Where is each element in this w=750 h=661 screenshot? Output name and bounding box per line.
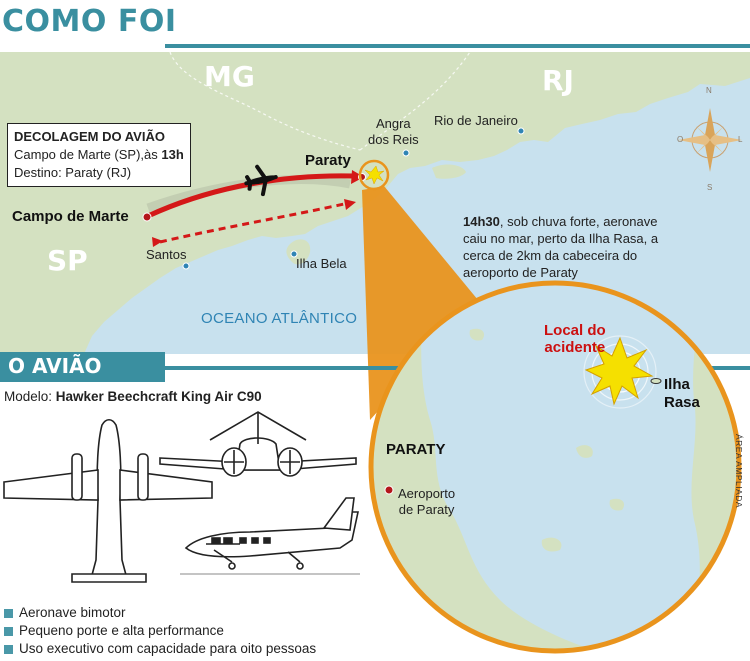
feature-text: Uso executivo com capacidade para oito p…: [19, 641, 317, 656]
accident-burst-icon: [584, 336, 654, 406]
label-ilha-bela: Ilha Bela: [296, 256, 347, 271]
inset-border: [368, 280, 742, 654]
plane-section-header: O AVIÃO: [0, 352, 750, 384]
compass-n: N: [706, 86, 712, 95]
label-ocean: OCEANO ATLÂNTICO: [201, 310, 358, 327]
airport-label-line2: de Paraty: [398, 502, 455, 517]
bullet-square-icon: [4, 608, 13, 618]
rio-dot: [517, 127, 525, 135]
takeoff-line2: Destino: Paraty (RJ): [14, 165, 132, 180]
feature-item: Uso executivo com capacidade para oito p…: [4, 640, 316, 658]
region-rj: RJ: [542, 64, 574, 97]
airport-label: Aeroporto de Paraty: [398, 486, 455, 518]
takeoff-line1-prefix: Campo de Marte (SP),às: [14, 147, 162, 162]
label-angra-line2: dos Reis: [368, 132, 419, 147]
inset-island-4: [469, 328, 485, 341]
alternate-start-arrow: [152, 237, 163, 247]
accident-label-line2: acidente: [544, 339, 606, 356]
label-angra-line1: Angra: [375, 116, 411, 131]
island-ilha-bela: [286, 239, 311, 265]
inset-island-1: [576, 445, 593, 458]
feature-item: Aeronave bimotor: [4, 604, 316, 622]
bullet-square-icon: [4, 644, 13, 654]
takeoff-title: DECOLAGEM DO AVIÃO: [14, 129, 165, 144]
ilha-rasa-island: [650, 378, 662, 384]
event-text: , sob chuva forte, aeronave caiu no mar,…: [463, 214, 659, 280]
accident-label: Local do acidente: [544, 322, 606, 356]
label-campo-de-marte: Campo de Marte: [12, 208, 129, 225]
takeoff-time: 13h: [161, 147, 184, 162]
plane-front-view: [159, 411, 357, 477]
compass-e: L: [738, 135, 743, 144]
ilha-rasa-label: Ilha Rasa: [664, 376, 700, 412]
mini-burst: [364, 165, 385, 185]
header-title: COMO FOI: [2, 4, 177, 39]
ilha-rasa-line2: Rasa: [664, 394, 700, 411]
label-angra: Angra dos Reis: [368, 116, 419, 148]
ilha-rasa-line1: Ilha: [664, 376, 690, 393]
plane-section-bar: [0, 352, 165, 382]
plane-side-view: [180, 497, 360, 575]
flight-route: [145, 173, 357, 219]
santos-dot: [182, 262, 190, 270]
header-rule: [165, 44, 750, 48]
airport-label-line1: Aeroporto: [398, 486, 456, 501]
label-rio: Rio de Janeiro: [434, 113, 518, 128]
alternate-arrowhead: [344, 199, 356, 210]
ilha-bela-dot: [290, 250, 298, 258]
compass-icon: [678, 108, 742, 172]
island-grande: [432, 164, 466, 179]
compass-s: S: [707, 183, 713, 192]
island-small: [520, 116, 534, 127]
campo-de-marte-dot: [142, 212, 152, 222]
plane-section-title: O AVIÃO: [8, 354, 102, 378]
inset-town-label: PARATY: [386, 441, 446, 458]
state-border: [169, 51, 361, 151]
airport-dot: [384, 485, 394, 495]
label-santos: Santos: [146, 247, 187, 262]
region-sp: SP: [47, 244, 88, 277]
takeoff-line1: Campo de Marte (SP),às 13h: [14, 146, 184, 164]
model-name: Hawker Beechcraft King Air C90: [55, 389, 262, 404]
model-line: Modelo: Hawker Beechcraft King Air C90: [4, 389, 262, 404]
event-note: 14h30, sob chuva forte, aeronave caiu no…: [463, 213, 681, 281]
airplane-icon: [244, 164, 278, 197]
accident-label-line1: Local do: [544, 322, 606, 339]
inset-island-2: [609, 498, 625, 511]
plane-top-view: [3, 418, 213, 583]
plane-features: Aeronave bimotor Pequeno porte e alta pe…: [4, 604, 316, 658]
takeoff-box: DECOLAGEM DO AVIÃO Campo de Marte (SP),à…: [7, 123, 191, 187]
state-border-rj: [359, 51, 471, 151]
model-label: Modelo:: [4, 389, 56, 404]
feature-text: Aeronave bimotor: [19, 605, 126, 620]
inset-land-left: [371, 283, 600, 651]
bullet-square-icon: [4, 626, 13, 636]
zoom-cone: [362, 186, 478, 420]
angra-dot: [402, 149, 410, 157]
route-arrowhead: [351, 170, 364, 184]
feature-text: Pequeno porte e alta performance: [19, 623, 224, 638]
inset-island-3: [541, 537, 562, 552]
feature-item: Pequeno porte e alta performance: [4, 622, 316, 640]
compass-w: O: [677, 135, 684, 144]
side-note: ÁREA AMPLIADA: [734, 434, 744, 509]
alternate-route: [159, 202, 345, 244]
region-mg: MG: [204, 60, 255, 93]
label-paraty: Paraty: [305, 152, 351, 169]
event-time: 14h30: [463, 214, 500, 229]
